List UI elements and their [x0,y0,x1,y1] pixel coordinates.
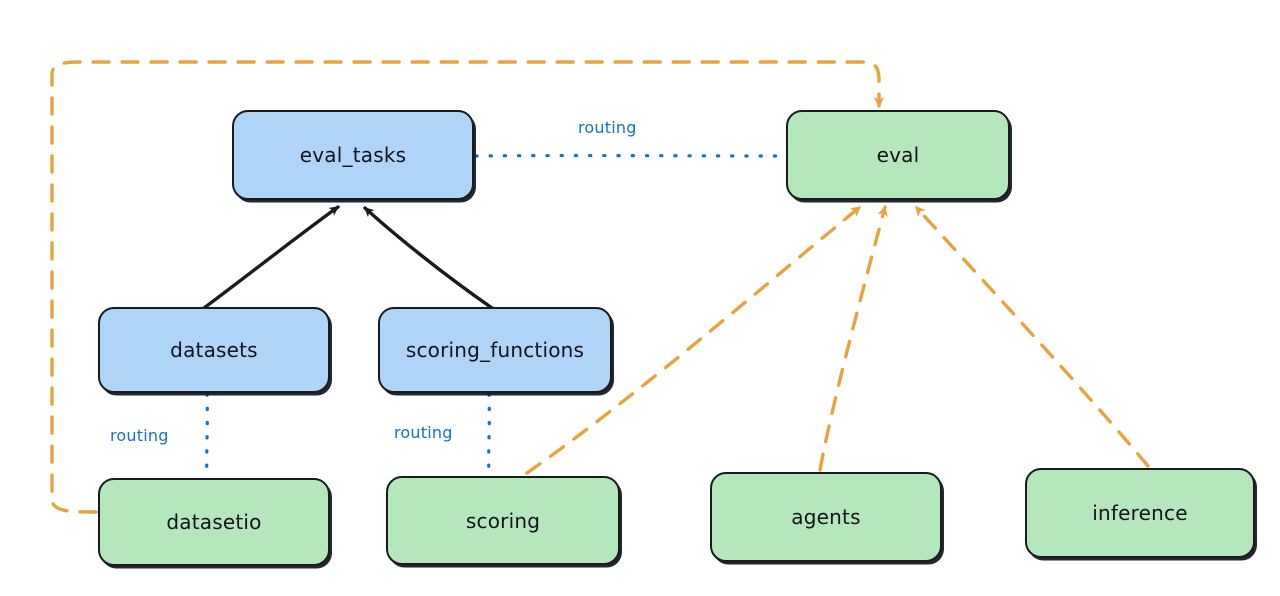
edge-datasetio-to-eval [50,60,885,514]
edge-scoring_functions-to-scoring [487,392,491,477]
edge-scoring_functions-to-eval_tasks [363,206,494,310]
node-label: agents [791,505,861,529]
node-label: scoring [465,508,541,533]
edge-datasets-to-datasetio [205,392,209,479]
edge-label-routing-scoring_functions-scoring: routing [394,423,453,442]
node-scoring[interactable]: scoring [386,476,620,565]
edge-inference-to-eval [914,205,1150,468]
node-label: inference [1092,501,1188,525]
node-datasetio[interactable]: datasetio [98,478,330,566]
edge-label-routing-datasets-datasetio: routing [110,426,169,445]
node-label: eval [876,143,920,167]
node-label: datasetio [166,510,262,534]
edge-scoring-to-eval [525,205,862,475]
node-eval_tasks[interactable]: eval_tasks [232,110,474,200]
edge-datasets-to-eval_tasks [202,205,340,310]
edge-agents-to-eval [818,205,888,472]
node-inference[interactable]: inference [1025,468,1255,558]
node-label: scoring_functions [405,338,585,362]
node-label: datasets [170,338,258,362]
node-datasets[interactable]: datasets [98,307,330,393]
edge-label-routing-eval_tasks-eval: routing [578,118,637,137]
node-label: eval_tasks [299,143,407,167]
node-agents[interactable]: agents [710,472,942,562]
node-scoring_functions[interactable]: scoring_functions [378,307,612,393]
node-eval[interactable]: eval [786,110,1010,200]
